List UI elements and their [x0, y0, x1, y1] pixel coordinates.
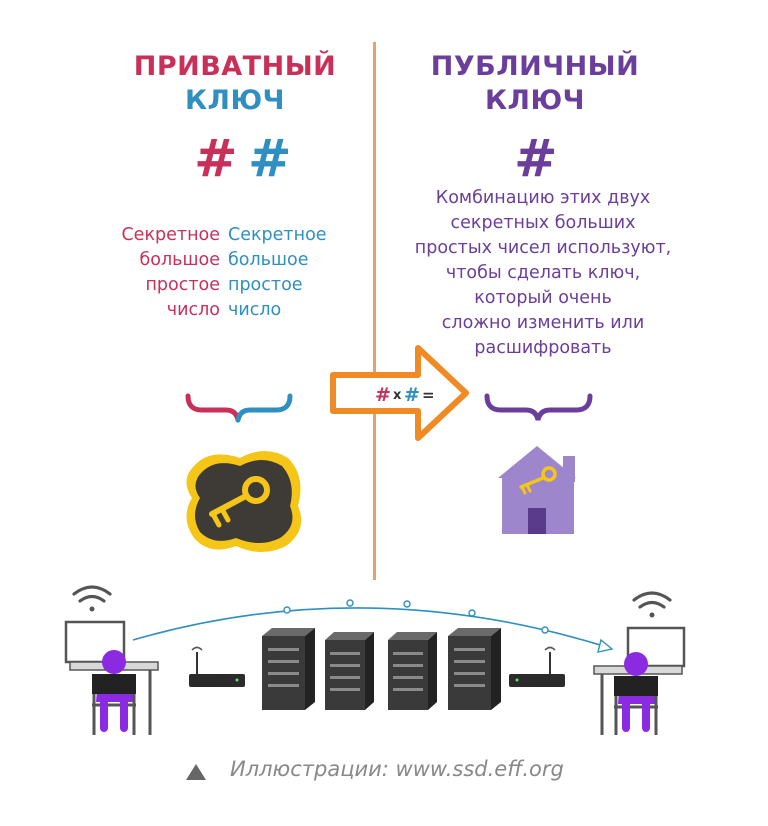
public-description-line: чтобы сделать ключ, — [445, 263, 641, 283]
public-description-line: Комбинацию этих двух — [435, 188, 651, 208]
private-hash-left: # — [194, 129, 238, 189]
arrow-hash-b: # — [404, 384, 420, 406]
combination-arrow: # x # = — [330, 345, 469, 441]
arrow-equals: = — [422, 386, 435, 404]
private-brace-pink — [185, 393, 241, 423]
public-title-line2: КЛЮЧ — [484, 85, 585, 116]
private-brace-blue — [235, 393, 293, 423]
prime-right-text: Секретное большое простое число — [228, 223, 358, 323]
credits-caption: Иллюстрации: www.ssd.eff.org — [230, 757, 564, 781]
right-user-icon — [593, 626, 686, 735]
center-divider — [373, 42, 376, 580]
public-hash: # — [514, 129, 558, 189]
public-description-line: расшифровать — [474, 338, 612, 358]
prime-left-line: Секретное — [121, 225, 220, 245]
server-icon — [388, 632, 437, 710]
private-key-title: ПРИВАТНЫЙ КЛЮЧ — [95, 50, 375, 118]
prime-left-text: Секретное большое простое число — [90, 223, 220, 323]
server-icon — [325, 632, 374, 710]
server-icon — [448, 628, 501, 710]
left-router-icon — [189, 646, 245, 687]
triangle-icon — [186, 764, 206, 780]
prime-left-line: число — [166, 300, 220, 320]
left-wifi-icon — [72, 585, 112, 612]
public-house-icon — [498, 446, 576, 534]
public-description-line: сложно изменить или — [441, 313, 645, 333]
private-hash-right: # — [248, 129, 292, 189]
server-icon — [262, 628, 315, 710]
prime-left-line: простое — [145, 275, 220, 295]
public-title-line1: ПУБЛИЧНЫЙ — [430, 51, 640, 82]
prime-right-line: Секретное — [228, 225, 327, 245]
network-connection — [132, 599, 614, 653]
right-router-icon — [509, 646, 565, 687]
right-wifi-icon — [632, 591, 672, 618]
prime-left-line: большое — [139, 250, 221, 270]
private-title-line1: ПРИВАТНЫЙ — [133, 51, 337, 82]
public-description-line: который очень — [474, 288, 612, 308]
public-description-line: секретных больших — [450, 213, 636, 233]
private-key-icon — [186, 451, 302, 552]
public-brace — [484, 393, 593, 421]
public-description: Комбинацию этих двух секретных больших п… — [388, 186, 698, 361]
prime-right-line: число — [228, 300, 282, 320]
public-key-title: ПУБЛИЧНЫЙ КЛЮЧ — [400, 50, 670, 118]
prime-right-line: простое — [228, 275, 303, 295]
arrow-times: x — [393, 388, 402, 403]
left-user-icon — [64, 620, 159, 735]
prime-right-line: большое — [228, 250, 309, 270]
public-description-line: простых чисел используют, — [414, 238, 672, 258]
arrow-hash-a: # — [375, 384, 391, 406]
private-title-line2: КЛЮЧ — [184, 85, 285, 116]
